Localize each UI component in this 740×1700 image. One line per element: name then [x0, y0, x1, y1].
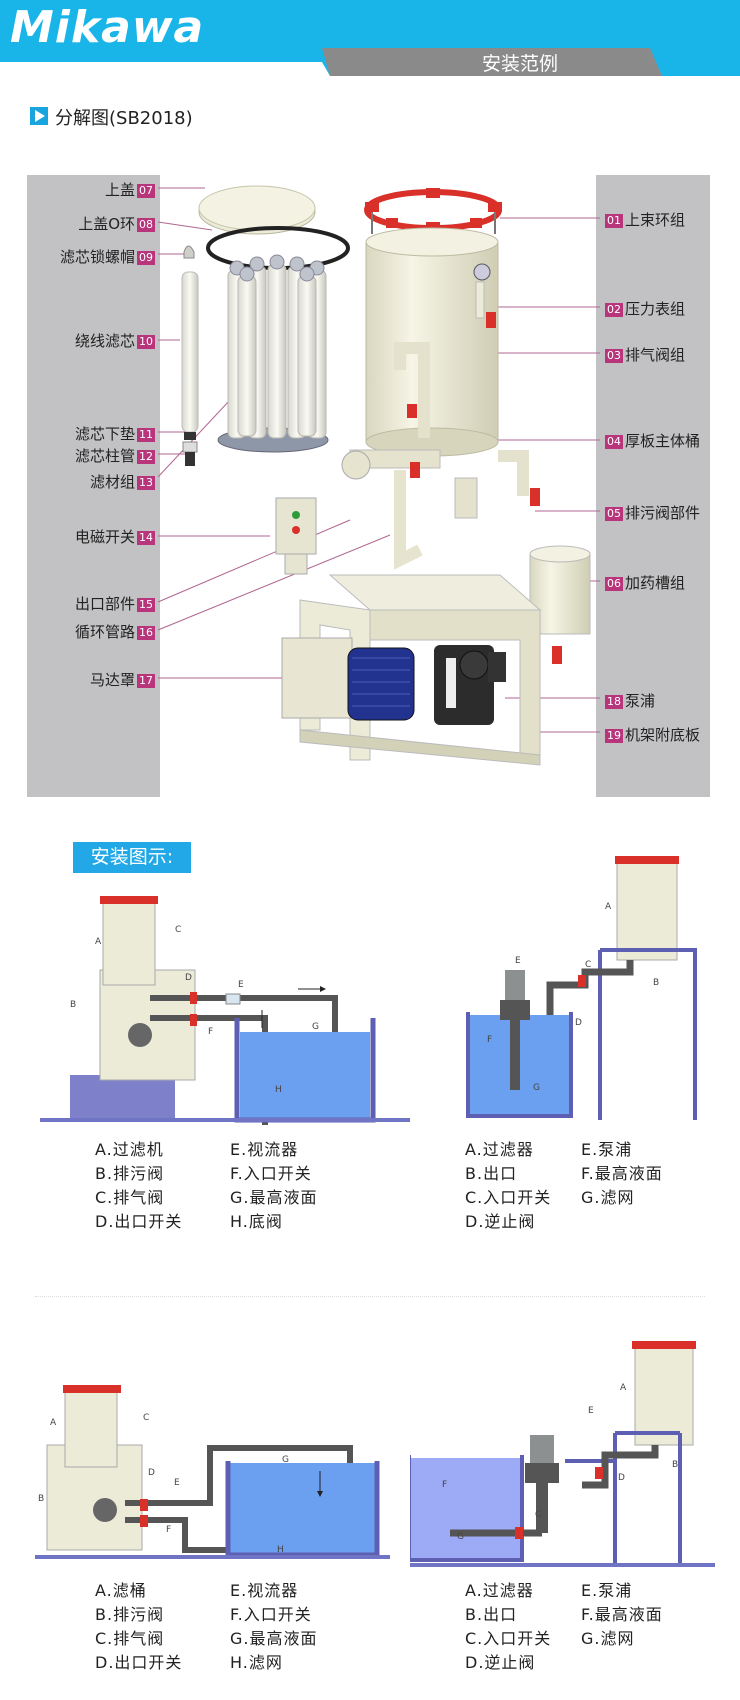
fig1-letter-d: D [185, 973, 192, 983]
fig2-letter-f: F [487, 1035, 493, 1045]
fig1-letter-h: H [275, 1085, 282, 1095]
play-icon [30, 107, 48, 125]
fig4-letter-f: F [442, 1480, 448, 1490]
fig3-letter-a: A [50, 1418, 57, 1428]
fig4-letter-d: D [618, 1473, 625, 1483]
fig1-legend-row: E.视流器 [230, 1140, 299, 1159]
install-figure-4 [410, 1341, 715, 1567]
fig4-letter-g: G [457, 1532, 464, 1542]
fig4-legend-row: D.逆止阀 [465, 1653, 536, 1672]
fig3-legend-row: D.出口开关 [95, 1653, 183, 1672]
fig1-letter-f: F [208, 1027, 214, 1037]
fig3-letter-f: F [166, 1525, 172, 1535]
fig4-legend-row: A.过滤器 [465, 1581, 534, 1600]
fig3-legend-row: B.排污阀 [95, 1605, 165, 1624]
fig1-legend-row: D.出口开关 [95, 1212, 183, 1231]
fig1-legend-row: F.入口开关 [230, 1164, 312, 1183]
section-divider [35, 1296, 705, 1297]
fig2-legend-row: C.入口开关 [465, 1188, 552, 1207]
exploded-diagram [157, 185, 600, 766]
fig1-letter-a: A [95, 937, 102, 947]
fig2-legend-row: A.过滤器 [465, 1140, 534, 1159]
fig1-legend-row: A.过滤机 [95, 1140, 164, 1159]
fig1-letter-b: B [70, 1000, 77, 1010]
install-figure-3 [35, 1385, 390, 1559]
brand-logo: Mikawa [10, 2, 205, 53]
install-figure-2 [466, 856, 697, 1120]
fig4-letter-c: C [535, 1510, 542, 1520]
fig2-legend-row: B.出口 [465, 1164, 518, 1183]
page-subtitle: 安装范例 [481, 53, 558, 75]
header-banner [0, 0, 740, 80]
fig2-letter-c: C [585, 960, 592, 970]
fig1-legend-row: B.排污阀 [95, 1164, 165, 1183]
fig2-letter-b: B [653, 978, 660, 988]
fig2-legend-row: E.泵浦 [581, 1140, 633, 1159]
install-badge: 安装图示: [73, 842, 191, 873]
fig4-legend-row: C.入口开关 [465, 1629, 552, 1648]
fig1-letter-e: E [238, 980, 244, 990]
fig2-letter-a: A [605, 902, 612, 912]
fig3-legend-row: C.排气阀 [95, 1629, 165, 1648]
fig3-letter-b: B [38, 1494, 45, 1504]
fig4-letter-e: E [588, 1406, 594, 1416]
right-label-panel [596, 175, 710, 797]
fig4-letter-a: A [620, 1383, 627, 1393]
fig4-legend-row: G.滤网 [581, 1629, 635, 1648]
fig4-legend-row: B.出口 [465, 1605, 518, 1624]
fig3-letter-g: G [282, 1455, 289, 1465]
fig3-letter-d: D [148, 1468, 155, 1478]
fig3-legend-row: F.入口开关 [230, 1605, 312, 1624]
install-figure-1 [40, 896, 410, 1125]
fig2-letter-d: D [575, 1018, 582, 1028]
fig3-legend-row: A.滤桶 [95, 1581, 147, 1600]
fig4-legend-row: F.最高液面 [581, 1605, 663, 1624]
fig3-legend-row: E.视流器 [230, 1581, 299, 1600]
fig2-letter-g: G [533, 1083, 540, 1093]
fig3-letter-h: H [277, 1545, 284, 1555]
fig2-letter-e: E [515, 956, 521, 966]
fig3-legend-row: H.滤网 [230, 1653, 283, 1672]
fig4-letter-b: B [672, 1460, 679, 1470]
fig2-legend-row: D.逆止阀 [465, 1212, 536, 1231]
fig2-legend-row: G.滤网 [581, 1188, 635, 1207]
fig1-legend-row: C.排气阀 [95, 1188, 165, 1207]
fig1-letter-c: C [175, 925, 182, 935]
section-title: 分解图(SB2018) [55, 108, 193, 129]
fig3-legend-row: G.最高液面 [230, 1629, 318, 1648]
fig3-letter-c: C [143, 1413, 150, 1423]
fig3-letter-e: E [174, 1478, 180, 1488]
fig2-legend-row: F.最高液面 [581, 1164, 663, 1183]
fig1-legend-row: G.最高液面 [230, 1188, 318, 1207]
fig1-letter-g: G [312, 1022, 319, 1032]
fig1-legend-row: H.底阀 [230, 1212, 283, 1231]
fig4-legend-row: E.泵浦 [581, 1581, 633, 1600]
